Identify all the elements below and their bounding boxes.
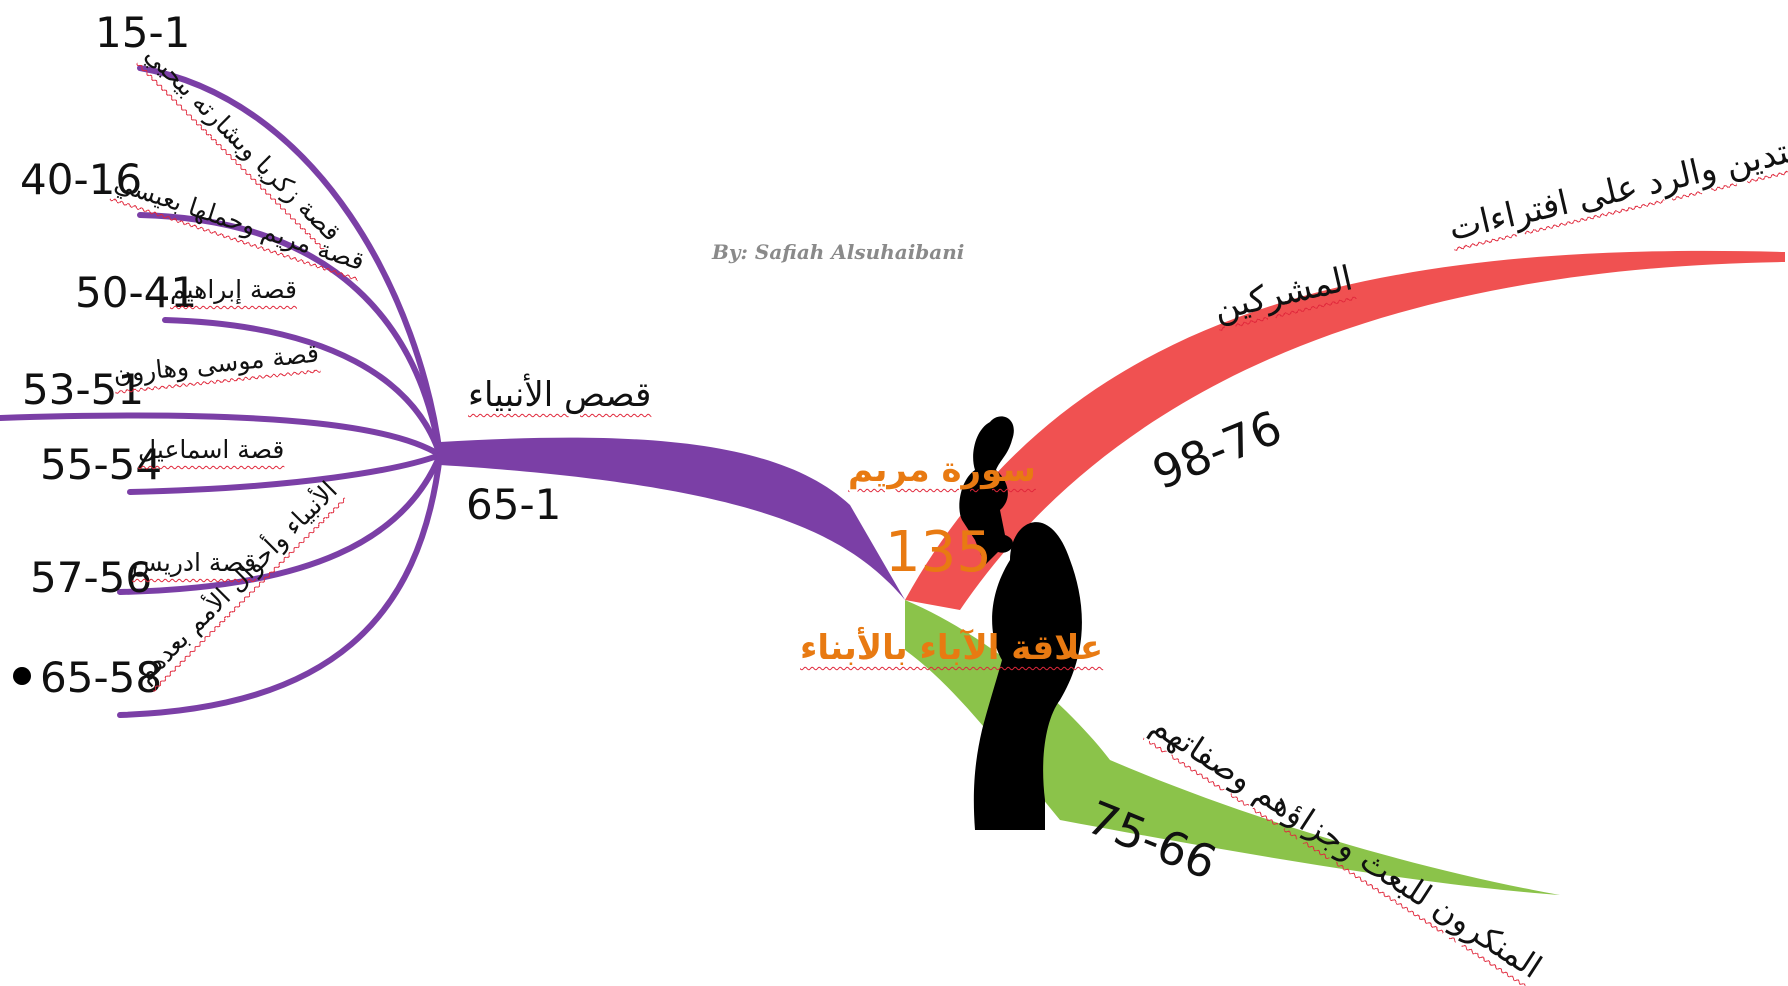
prophets-branch-label: قصص الأنبياء [468,375,652,415]
story-label: قصة ادريس [132,548,256,577]
story-range: 40-16 [20,155,143,204]
story-range: 55-54 [40,440,163,489]
bullet-dot-icon [13,667,31,685]
story-item-6: 57-56 [30,553,152,602]
story-item-7: 65-58 [40,653,162,702]
prophets-branch [440,437,905,600]
author-credit: By: Safiah Alsuhaibani [712,240,965,264]
story-item-4: 53-51 [22,365,144,414]
story-item-1: 15-1 [95,8,190,57]
story-branch-line-5 [127,452,443,495]
deniers-branch [905,600,1560,895]
story-range: 50-41 [75,268,198,317]
center-title: سورة مريم [848,450,1036,490]
story-range: 65-58 [40,653,163,702]
story-item-2: 40-16 [20,155,142,204]
story-item-5: 55-54 [40,440,162,489]
story-label: قصة اسماعيل [138,435,285,464]
story-branch-line-6 [117,452,443,595]
story-branch-line-7 [117,452,443,718]
story-range: 53-51 [22,365,145,414]
reward-branch [905,250,1785,610]
prophets-branch-range: 65-1 [466,480,562,529]
story-branch-line-4 [0,412,443,458]
story-item-3: 50-41 [75,268,197,317]
parent-child-silhouette [959,416,1082,830]
center-theme: علاقة الآباء بالأبناء [800,628,1104,668]
story-range: 15-1 [95,8,191,57]
mind-map-canvas [0,65,1785,895]
story-branch-line-2 [137,212,443,458]
story-label: قصة إبراهيم [170,275,297,304]
story-branch-lines [0,65,443,718]
story-branch-line-1 [137,65,443,458]
story-branch-line-3 [162,317,443,458]
center-verse-count: 135 [885,520,992,585]
story-range: 57-56 [30,553,153,602]
